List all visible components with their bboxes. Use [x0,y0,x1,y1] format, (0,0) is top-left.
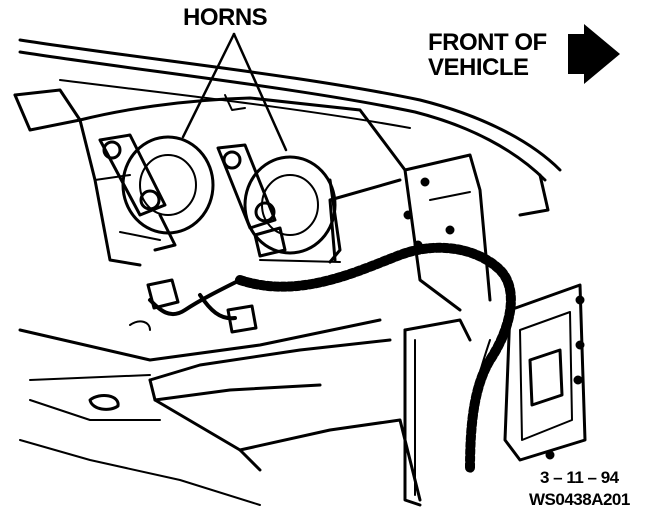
horns-label: HORNS [183,4,268,31]
frame-block [403,318,472,507]
figure-code: WS0438A201 [529,490,630,509]
date-code: 3 – 11 – 94 [540,468,619,487]
right-horn [216,143,342,264]
radiator-support [13,88,407,267]
front-of-vehicle-label: FRONT OF VEHICLE [428,30,547,80]
mounting-bracket [469,283,587,471]
frame-rail [328,153,492,312]
fender-edge [18,38,562,217]
lower-structure [18,318,422,506]
arrow-right-icon [568,24,620,84]
harness-connectors [129,226,287,334]
horns-pointer-lines [181,32,288,152]
front-of-label-line2: VEHICLE [428,54,529,81]
wiring-harness [148,242,516,475]
left-horn [98,133,215,252]
front-of-label-line1: FRONT OF [428,29,547,56]
